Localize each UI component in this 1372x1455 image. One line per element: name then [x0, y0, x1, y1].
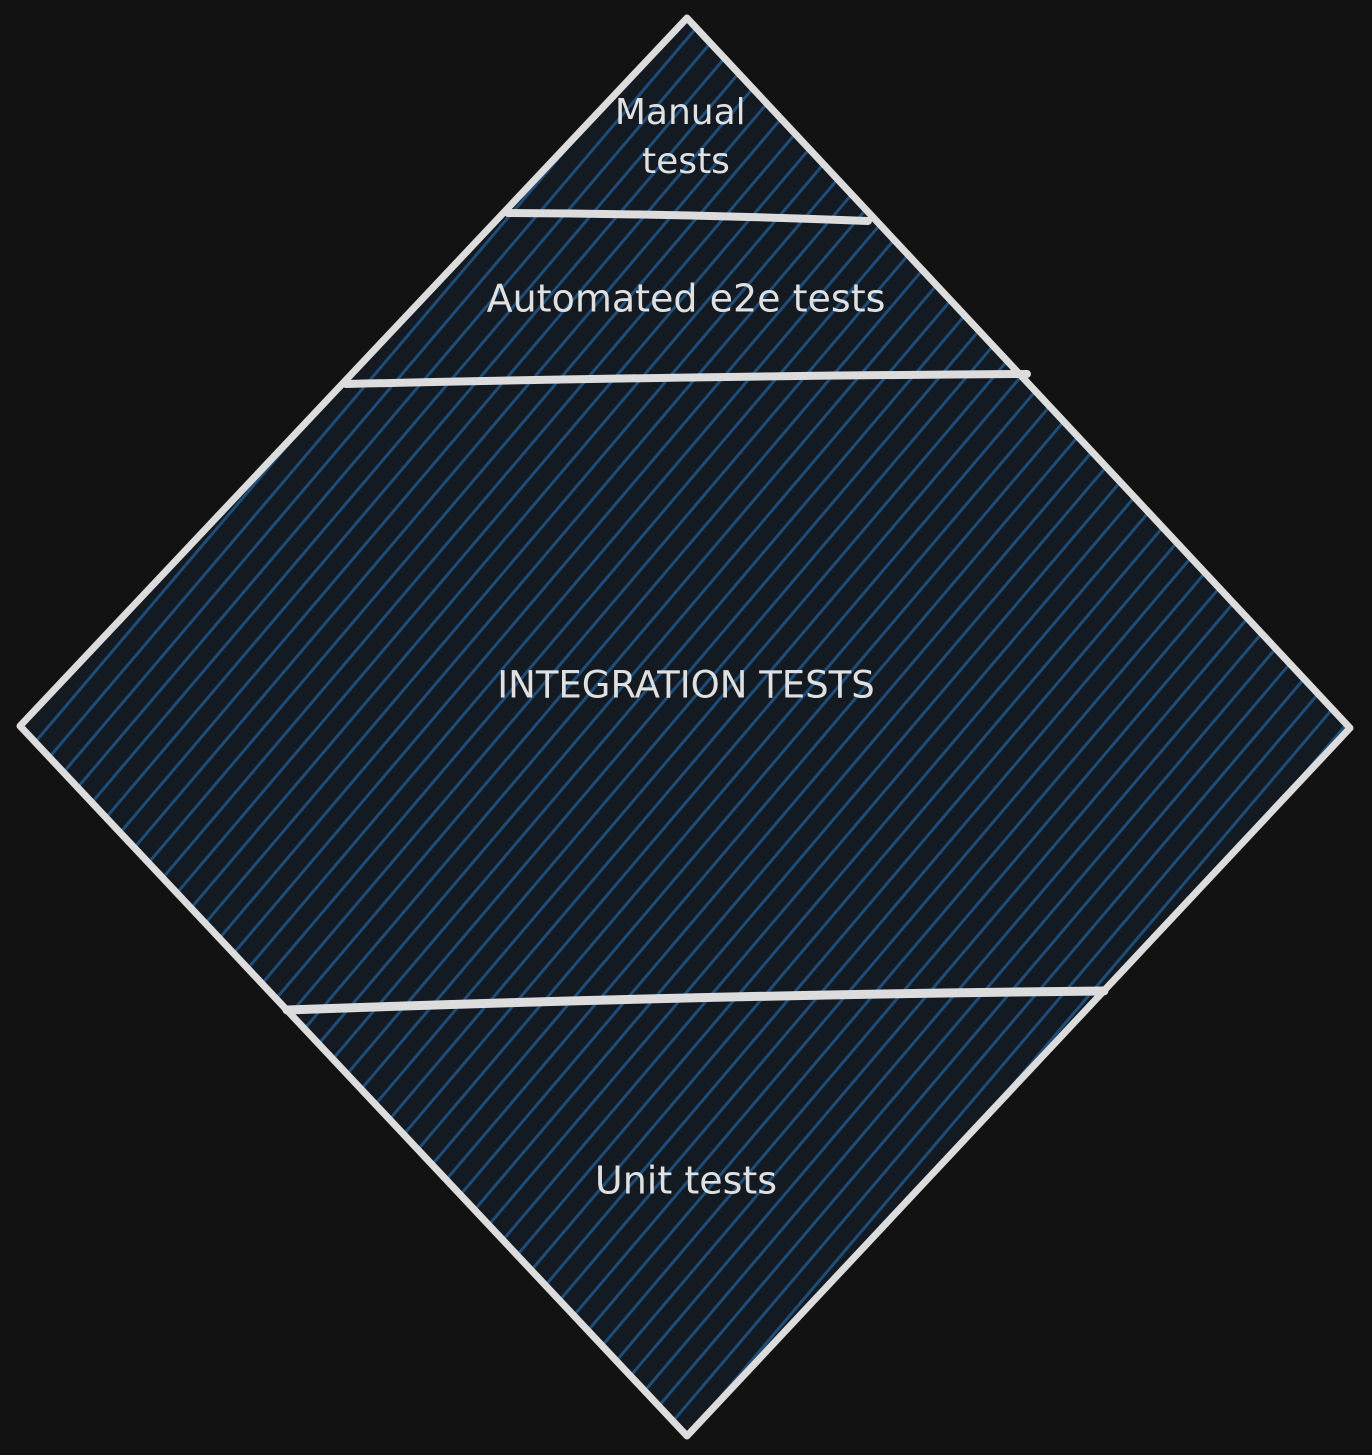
hatch-line	[523, 18, 1350, 1436]
hatch-line	[20, 18, 1019, 1436]
hatch-line	[20, 18, 830, 1436]
section-label-manual-line-2: tests	[642, 141, 730, 182]
hatch-line	[20, 18, 992, 1436]
section-label-manual-line-1: Manual	[615, 92, 746, 133]
section-label-unit: Unit tests	[595, 1159, 777, 1203]
hatch-line	[469, 18, 1350, 1436]
divider-integration-unit	[282, 986, 1109, 1015]
hatch-line	[442, 18, 1350, 1436]
diamond-outline	[16, 14, 1354, 1440]
hatch-line	[20, 18, 1046, 1436]
section-label-e2e: Automated e2e tests	[487, 277, 886, 321]
hatch-line	[577, 18, 1350, 1436]
hatch-line	[20, 18, 695, 1436]
hatch-line	[20, 18, 803, 1436]
hatch-line	[20, 18, 884, 1436]
hatch-line	[20, 18, 1073, 1436]
hatch-line	[361, 18, 1350, 1436]
divider-manual-e2e	[504, 209, 872, 225]
hatch-line	[496, 18, 1350, 1436]
section-label-integration: INTEGRATION TESTS	[497, 664, 875, 707]
divider-e2e-integration	[342, 370, 1031, 388]
hatch-line	[0, 0, 18, 1455]
hatch-line	[20, 18, 911, 1436]
hatch-line	[20, 18, 722, 1436]
section-label-manual: Manual tests	[615, 92, 757, 182]
hatch-line	[20, 18, 965, 1436]
hatch-line	[20, 18, 857, 1436]
hatch-line	[604, 18, 1350, 1436]
hatch-line	[20, 18, 938, 1436]
hatch-line	[307, 18, 1350, 1436]
hatch-line	[388, 18, 1350, 1436]
hatch-line	[550, 18, 1350, 1436]
hatch-line	[20, 18, 749, 1436]
hatch-line	[415, 18, 1350, 1436]
hatch-line	[631, 18, 1350, 1436]
hatch-line	[334, 18, 1350, 1436]
hatch-line	[1362, 0, 1372, 1455]
hatch-line	[20, 18, 776, 1436]
